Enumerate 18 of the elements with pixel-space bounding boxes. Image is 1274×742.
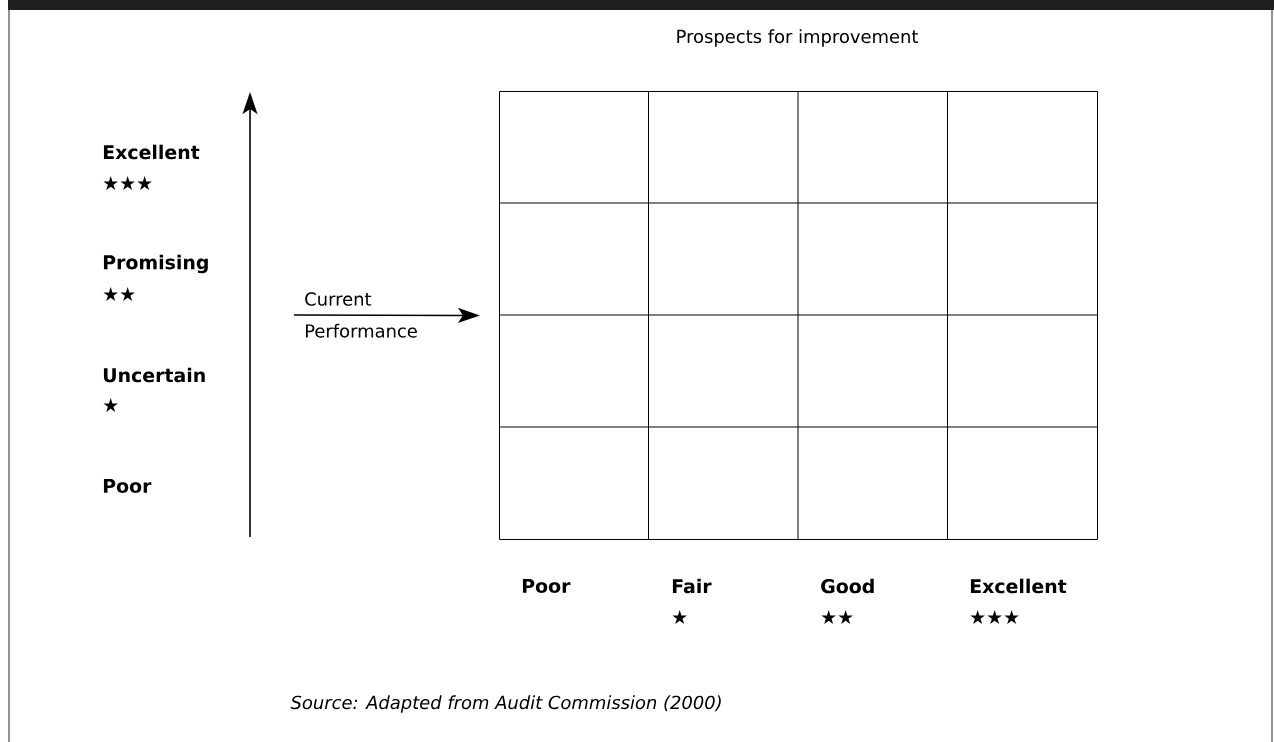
axis-label: ★★ xyxy=(821,610,853,624)
axis-label: ★★★ xyxy=(970,610,1019,624)
axis-label: Excellent xyxy=(970,578,1067,594)
axis-label: Fair xyxy=(672,578,712,594)
axis-label: ★★★ xyxy=(103,176,152,190)
heading: Prospects for improvement xyxy=(677,29,918,47)
axis-label: ★★ xyxy=(103,287,135,301)
text-label: Current Performance xyxy=(305,292,417,338)
axis-label: Poor xyxy=(103,478,152,494)
axis-label: Good xyxy=(821,578,874,594)
axis-label: ★ xyxy=(103,398,118,412)
caption: Source: Adapted from Audit Commission (2000) xyxy=(290,695,721,713)
axis-label: Uncertain xyxy=(103,367,205,383)
axis-label: Poor xyxy=(522,578,571,594)
axis-label: Promising xyxy=(103,254,208,274)
axis-label: Excellent xyxy=(103,144,200,160)
matrix-grid xyxy=(498,90,1098,540)
axis-label: ★ xyxy=(672,610,687,624)
